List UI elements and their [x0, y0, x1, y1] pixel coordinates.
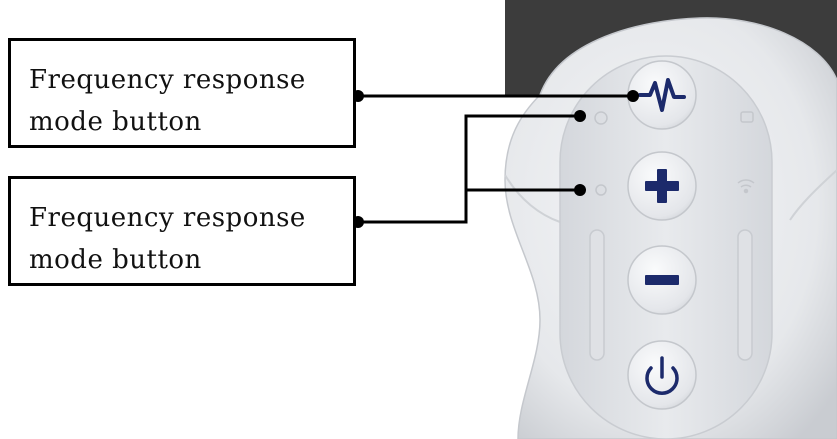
leader-dot-2-end-bottom	[574, 184, 586, 196]
callout-2-line1: Frequency response	[29, 203, 306, 233]
minus-button[interactable]	[627, 245, 697, 315]
wifi-icon	[737, 179, 755, 194]
led-indicator-right-top	[740, 111, 754, 123]
power-icon	[645, 356, 679, 395]
waveform-icon	[638, 78, 686, 112]
callout-1-line1: Frequency response	[29, 65, 306, 95]
minus-icon	[645, 275, 679, 285]
leader-dot-2-end-top	[574, 110, 586, 122]
callout-1-line2: mode button	[29, 107, 202, 137]
led-indicator-left-top	[594, 111, 608, 125]
callout-box-2: Frequency response mode button	[8, 176, 356, 286]
led-indicator-left-mid	[595, 184, 607, 196]
device-seam-right	[789, 169, 837, 221]
callout-box-1: Frequency response mode button	[8, 38, 356, 148]
side-slot-right	[737, 229, 753, 361]
side-slot-left	[589, 229, 605, 361]
power-button[interactable]	[627, 340, 697, 410]
device-seam-left	[504, 174, 561, 223]
callout-2-line2: mode button	[29, 245, 202, 275]
plus-button[interactable]	[627, 151, 697, 221]
leader-line-2	[358, 114, 580, 224]
plus-icon	[645, 169, 679, 203]
leader-dot-1-end	[627, 90, 639, 102]
